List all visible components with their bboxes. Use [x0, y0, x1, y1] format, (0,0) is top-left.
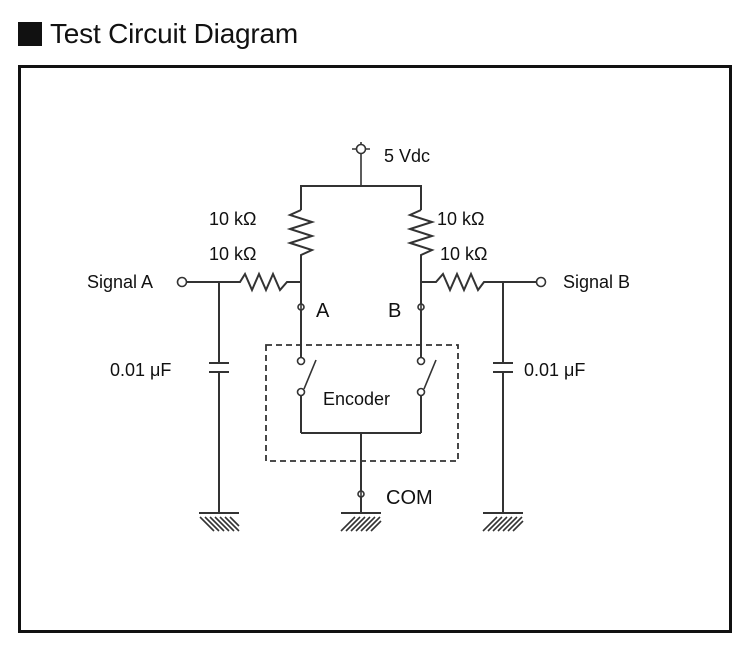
section-heading: Test Circuit Diagram [18, 16, 298, 52]
pullup-resistor-left [286, 209, 316, 282]
terminal-a-node [297, 303, 305, 311]
ground-right-icon [482, 512, 524, 532]
com-terminal-node [357, 490, 365, 498]
capacitor-right-label: 0.01 μF [524, 360, 585, 380]
pullup-resistor-left-label: 10 kΩ [209, 209, 256, 229]
signal-a-label: Signal A [87, 272, 153, 292]
signal-b-label: Signal B [563, 272, 630, 292]
capacitor-right [493, 282, 513, 513]
series-resistor-right [421, 271, 536, 293]
switch-a [296, 356, 317, 433]
page-title: Test Circuit Diagram [50, 18, 299, 49]
encoder-label: Encoder [323, 389, 390, 409]
series-resistor-right-label: 10 kΩ [440, 244, 487, 264]
switch-b [416, 356, 437, 433]
diagram-frame [18, 65, 732, 633]
pullup-resistor-right-label: 10 kΩ [437, 209, 484, 229]
signal-b-terminal [535, 276, 547, 288]
capacitor-left [209, 282, 229, 513]
heading-bullet-icon [18, 22, 42, 46]
top-bus-wire [300, 185, 422, 210]
supply-terminal [352, 142, 370, 186]
supply-label: 5 Vdc [384, 146, 430, 166]
terminal-b-node [417, 303, 425, 311]
series-resistor-left-label: 10 kΩ [209, 244, 256, 264]
series-resistor-left [186, 271, 301, 293]
pullup-resistor-right [406, 209, 436, 282]
signal-a-terminal [176, 276, 188, 288]
terminal-b-label: B [388, 300, 401, 322]
ground-center-icon [340, 512, 382, 532]
terminal-a-label: A [316, 300, 330, 322]
ground-left-icon [199, 512, 240, 532]
com-label: COM [386, 487, 433, 509]
capacitor-left-label: 0.01 μF [110, 360, 171, 380]
